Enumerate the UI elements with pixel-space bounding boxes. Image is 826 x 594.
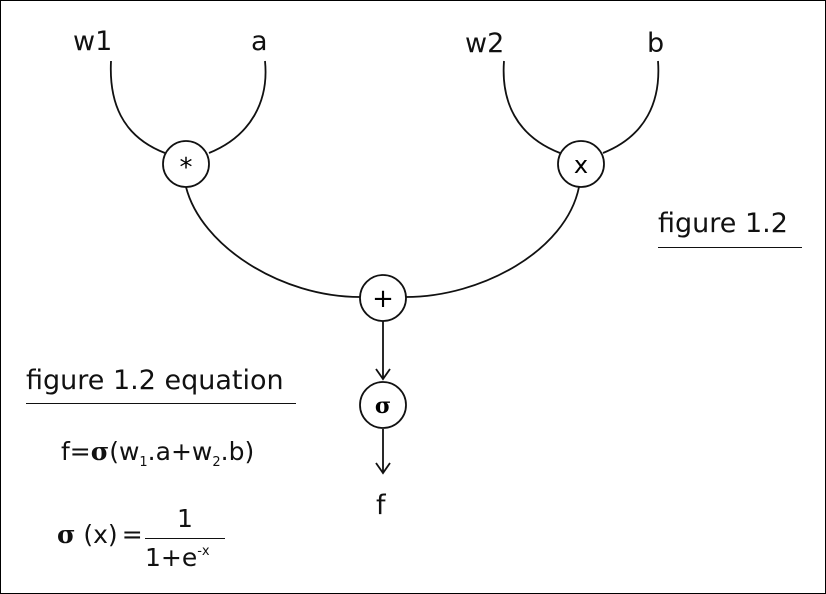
eq1-mid: .a+w bbox=[147, 437, 213, 466]
eq2-equals: = bbox=[121, 520, 143, 549]
edge-a-multiply bbox=[208, 60, 267, 154]
edge-multiply-add bbox=[185, 186, 361, 298]
edge-w2-cross bbox=[502, 60, 561, 154]
eq1-sigma: σ bbox=[90, 437, 110, 466]
add-node bbox=[359, 274, 407, 322]
output-label-f: f bbox=[376, 490, 386, 521]
eq2-denominator-base: 1+e bbox=[145, 543, 198, 572]
eq2-arg: (x) bbox=[75, 520, 118, 549]
eq1-close: .b) bbox=[220, 437, 255, 466]
equation-heading-underline bbox=[26, 403, 296, 404]
input-label-b: b bbox=[647, 28, 665, 59]
equation-sigmoid: σ (x)= bbox=[57, 522, 143, 547]
arrowhead-sigmoid-output bbox=[375, 462, 391, 475]
eq1-sub1: 1 bbox=[139, 455, 148, 470]
eq2-denominator: 1+e-x bbox=[145, 545, 210, 570]
multiply-node bbox=[162, 140, 210, 188]
multiply-node-label: * bbox=[180, 153, 193, 183]
sigmoid-node-label: σ bbox=[375, 393, 391, 419]
cross-node-label: x bbox=[574, 151, 588, 179]
sigmoid-node bbox=[359, 381, 407, 429]
cross-node bbox=[557, 140, 605, 188]
eq1-sub2: 2 bbox=[212, 455, 221, 470]
input-label-w2: w2 bbox=[465, 28, 505, 59]
figure-caption-underline bbox=[658, 247, 802, 248]
eq2-fraction-bar bbox=[145, 538, 225, 539]
edge-b-cross bbox=[602, 60, 660, 154]
equation-forward: f=σ(w1.a+w2.b) bbox=[61, 439, 254, 469]
edge-w1-multiply bbox=[109, 60, 166, 154]
eq2-denominator-exp: -x bbox=[197, 544, 210, 559]
edge-cross-add bbox=[405, 186, 580, 298]
input-label-w1: w1 bbox=[73, 26, 113, 57]
equation-heading: figure 1.2 equation bbox=[26, 365, 284, 396]
add-node-label: + bbox=[372, 284, 394, 314]
eq1-lhs: f= bbox=[61, 437, 91, 466]
arrowhead-add-sigmoid bbox=[375, 368, 391, 381]
figure-caption: figure 1.2 bbox=[658, 208, 788, 239]
input-label-a: a bbox=[251, 26, 268, 57]
eq2-sigma: σ bbox=[57, 520, 76, 549]
eq1-open: (w bbox=[109, 437, 140, 466]
eq2-numerator: 1 bbox=[177, 504, 193, 533]
